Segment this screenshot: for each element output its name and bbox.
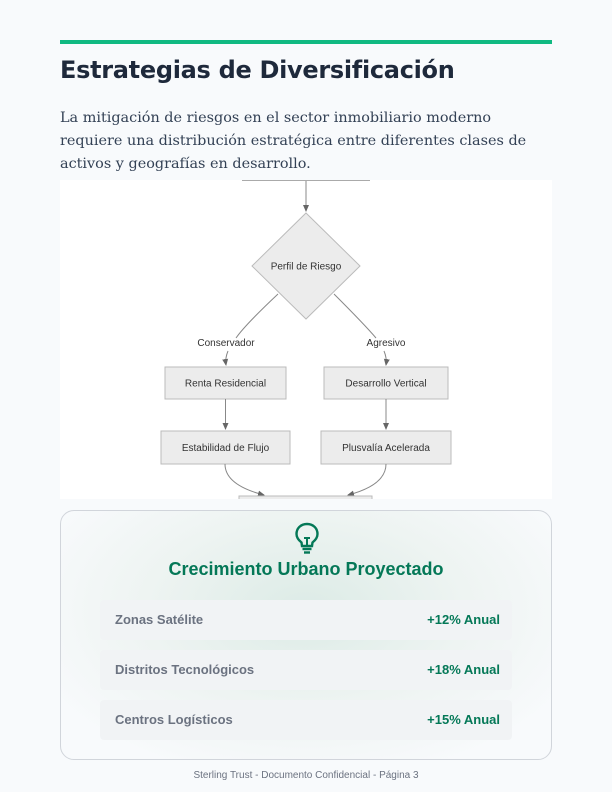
intro-paragraph: La mitigación de riesgos en el sector in… [60,110,527,172]
row-label: Centros Logísticos [115,712,233,727]
edge-label-agresivo: Agresivo [367,338,406,349]
page-footer: Sterling Trust - Documento Confidencial … [193,770,419,781]
row-label: Zonas Satélite [115,612,204,627]
node-plusvalia-acelerada: Plusvalía Acelerada [320,430,452,465]
highlight-card: Crecimiento Urbano Proyectado Zonas Saté… [60,510,552,760]
node-desarrollo-vertical: Desarrollo Vertical [323,366,449,400]
risk-flowchart: Perfil de Riesgo Conservador Agresivo Re… [60,180,552,499]
row-value: +12% Anual [427,612,500,627]
lightbulb-icon [295,522,319,554]
row-value: +15% Anual [427,712,500,727]
svg-text:Renta Residencial: Renta Residencial [185,379,266,390]
decision-node: Perfil de Riesgo [251,212,361,320]
svg-text:Desarrollo Vertical: Desarrollo Vertical [345,379,426,390]
row-label: Distritos Tecnológicos [115,662,255,677]
growth-row: Distritos Tecnológicos +18% Anual [100,650,512,690]
growth-row: Zonas Satélite +12% Anual [100,600,512,640]
page-title: Estrategias de Diversificación [60,56,455,84]
growth-row: Centros Logísticos +15% Anual [100,700,512,740]
decision-label: Perfil de Riesgo [271,262,342,273]
node-renta-residencial: Renta Residencial [164,366,287,400]
node-estabilidad-flujo: Estabilidad de Flujo [160,430,291,465]
accent-bar [60,40,552,44]
row-value: +18% Anual [427,662,500,677]
svg-text:Estabilidad de Flujo: Estabilidad de Flujo [182,443,270,454]
svg-text:Plusvalía Acelerada: Plusvalía Acelerada [342,443,430,454]
card-title: Crecimiento Urbano Proyectado [168,559,444,579]
edge-label-conservador: Conservador [197,338,255,349]
